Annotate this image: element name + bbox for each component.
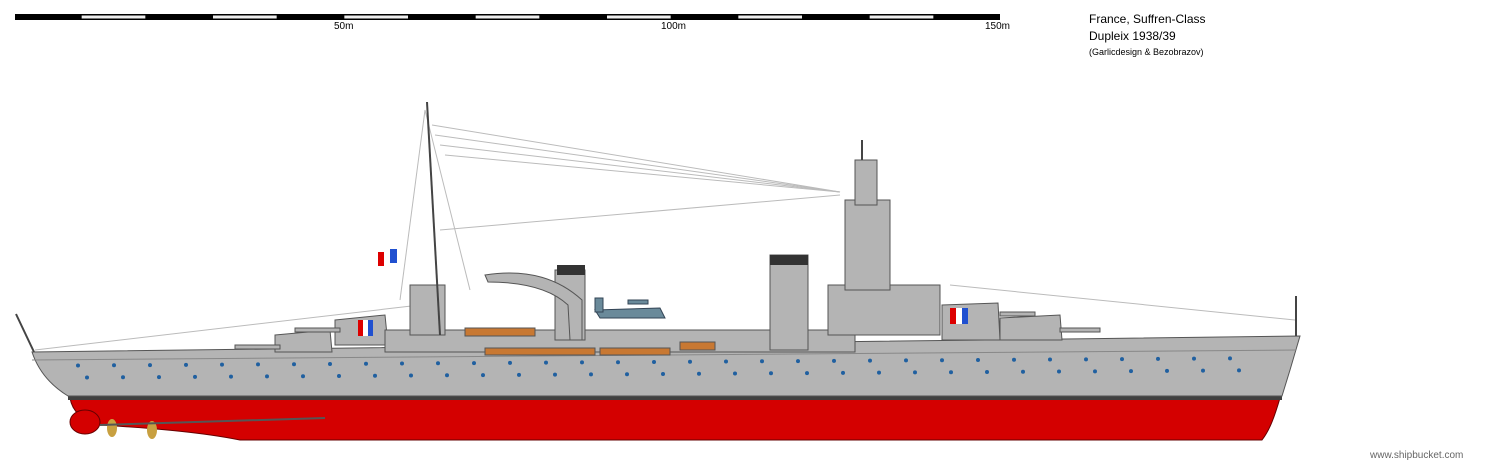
porthole [400,361,404,366]
porthole [1165,368,1169,373]
porthole [292,362,296,367]
scale-label-100m: 100m [661,21,687,32]
superstructure [384,159,941,353]
porthole [364,361,368,366]
porthole [1192,356,1196,361]
porthole [1021,369,1025,374]
porthole [1156,356,1160,361]
porthole [85,375,89,380]
title-credit: (Garlicdesign & Bezobrazov) [1089,47,1204,57]
porthole [688,359,692,364]
porthole [832,358,836,363]
porthole [877,370,881,375]
porthole [697,371,701,376]
seaplane [594,297,666,319]
french-ensign [378,249,397,266]
rigging [34,109,1296,351]
crane [484,272,583,341]
propellers [107,419,157,439]
porthole [868,358,872,363]
funnel-cap-aft [557,265,585,275]
turret-tricolor-aft [358,320,373,336]
porthole [337,373,341,378]
porthole [157,375,161,380]
scale-segment [869,15,934,19]
porthole [1084,357,1088,362]
porthole [940,358,944,363]
porthole [148,363,152,368]
boats [464,327,716,356]
porthole [517,372,521,377]
scale-segment [81,15,146,19]
porthole [625,372,629,377]
porthole [265,374,269,379]
boot-topping [68,396,1282,400]
porthole [544,360,548,365]
porthole [976,357,980,362]
aft-turrets [234,314,389,353]
scale-segment [607,15,671,19]
porthole [1048,357,1052,362]
porthole [652,359,656,364]
scale-label-150m: 150m [985,21,1011,32]
porthole [220,362,224,367]
scale-bar [15,14,1000,20]
porthole [769,371,773,376]
porthole [1129,369,1133,374]
porthole [760,359,764,364]
porthole [76,363,80,368]
porthole [1237,368,1241,373]
porthole [580,360,584,365]
porthole [1093,369,1097,374]
porthole [121,375,125,380]
porthole [193,374,197,379]
porthole [481,373,485,378]
title-line2: Dupleix 1938/39 [1089,29,1176,43]
porthole [724,359,728,364]
funnel-cap [770,255,808,265]
porthole [1201,368,1205,373]
porthole [661,371,665,376]
porthole [184,362,188,367]
porthole [796,359,800,364]
scale-label-50m: 50m [334,21,354,32]
porthole [589,372,593,377]
porthole [841,370,845,375]
scale-segment [213,15,277,19]
porthole [508,360,512,365]
porthole [616,360,620,365]
turret-tricolor-fwd [950,308,968,324]
porthole [805,371,809,376]
porthole [733,371,737,376]
porthole [985,369,989,374]
porthole [949,370,953,375]
scale-segment [475,15,540,19]
porthole [1012,357,1016,362]
porthole [904,358,908,363]
porthole [1120,357,1124,362]
porthole [112,363,116,368]
rudder [69,409,101,435]
porthole [1057,369,1061,374]
scale-segment [344,15,408,19]
porthole [256,362,260,367]
hull-bottom [69,397,1281,441]
porthole [445,373,449,378]
porthole [913,370,917,375]
porthole [229,374,233,379]
hull-upper [31,335,1301,397]
porthole [472,361,476,366]
porthole [301,374,305,379]
porthole [553,372,557,377]
porthole [373,373,377,378]
porthole [1228,356,1232,361]
porthole [436,361,440,366]
masts [15,101,1297,353]
scale-segment [738,15,802,19]
porthole [409,373,413,378]
porthole [328,361,332,366]
title-line1: France, Suffren-Class [1089,12,1206,26]
watermark: www.shipbucket.com [1370,450,1464,461]
